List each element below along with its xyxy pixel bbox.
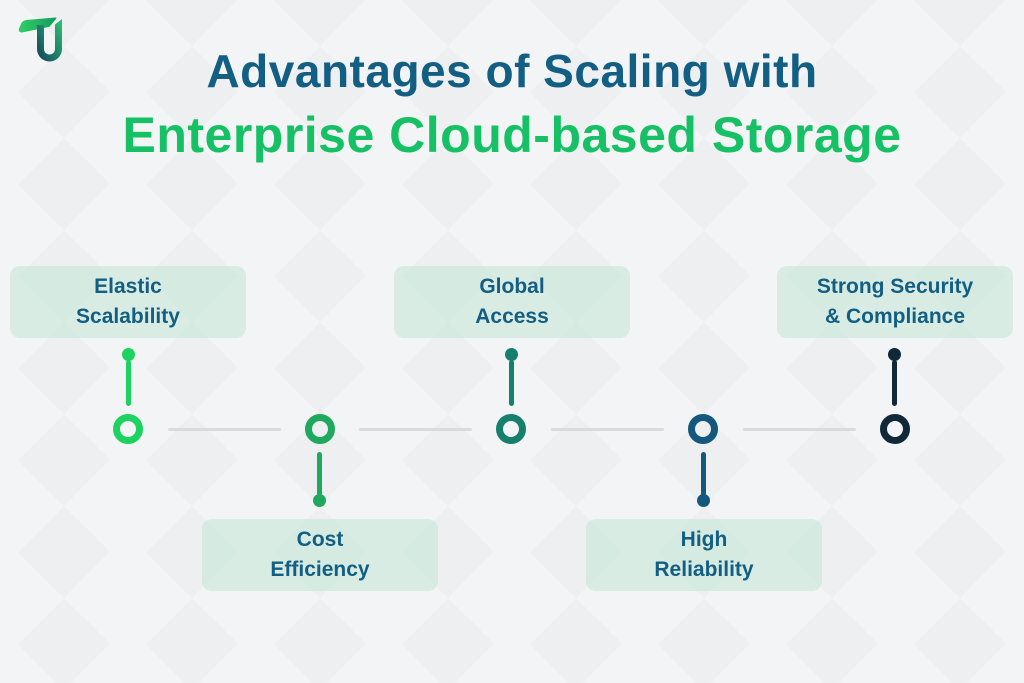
timeline-connector-4 xyxy=(743,428,856,431)
stem-line xyxy=(701,452,706,496)
logo-leaf-bar xyxy=(18,17,57,33)
stem-line xyxy=(126,360,131,406)
stem-line xyxy=(892,360,897,406)
label-box: Cost Efficiency xyxy=(202,519,438,591)
stem-dot xyxy=(888,348,901,361)
timeline-node-ring xyxy=(496,414,526,444)
label-line-2: Efficiency xyxy=(270,558,370,581)
logo-u-letter xyxy=(37,19,62,62)
label-line-1: Global xyxy=(479,275,545,298)
timeline-connector-1 xyxy=(168,428,281,431)
timeline-node-ring xyxy=(880,414,910,444)
label-line-1: Strong Security xyxy=(816,275,974,298)
label-box: High Reliability xyxy=(586,519,822,591)
title-line-1: Advantages of Scaling with xyxy=(206,45,818,97)
label-line-2: Access xyxy=(475,305,549,328)
label-line-1: High xyxy=(680,528,728,551)
stem-dot xyxy=(122,348,135,361)
page-title: Advantages of Scaling with Enterprise Cl… xyxy=(0,42,1024,165)
stem-line xyxy=(509,360,514,406)
label-box: Global Access xyxy=(394,266,630,338)
label-box: Strong Security & Compliance xyxy=(777,266,1013,338)
timeline-node-ring xyxy=(113,414,143,444)
stem-dot xyxy=(697,494,710,507)
stem-dot xyxy=(313,494,326,507)
label-line-2: Reliability xyxy=(654,558,754,581)
timeline-connector-2 xyxy=(359,428,472,431)
stem-line xyxy=(317,452,322,496)
label-line-1: Elastic xyxy=(94,275,162,298)
timeline-node-ring xyxy=(688,414,718,444)
timeline-connector-3 xyxy=(551,428,664,431)
timeline-node-ring xyxy=(305,414,335,444)
label-line-2: & Compliance xyxy=(824,305,966,328)
label-line-2: Scalability xyxy=(76,305,180,328)
tu-logo-icon xyxy=(18,17,62,62)
label-line-1: Cost xyxy=(296,528,344,551)
label-box: Elastic Scalability xyxy=(10,266,246,338)
stem-dot xyxy=(505,348,518,361)
title-line-2: Enterprise Cloud-based Storage xyxy=(122,107,902,163)
